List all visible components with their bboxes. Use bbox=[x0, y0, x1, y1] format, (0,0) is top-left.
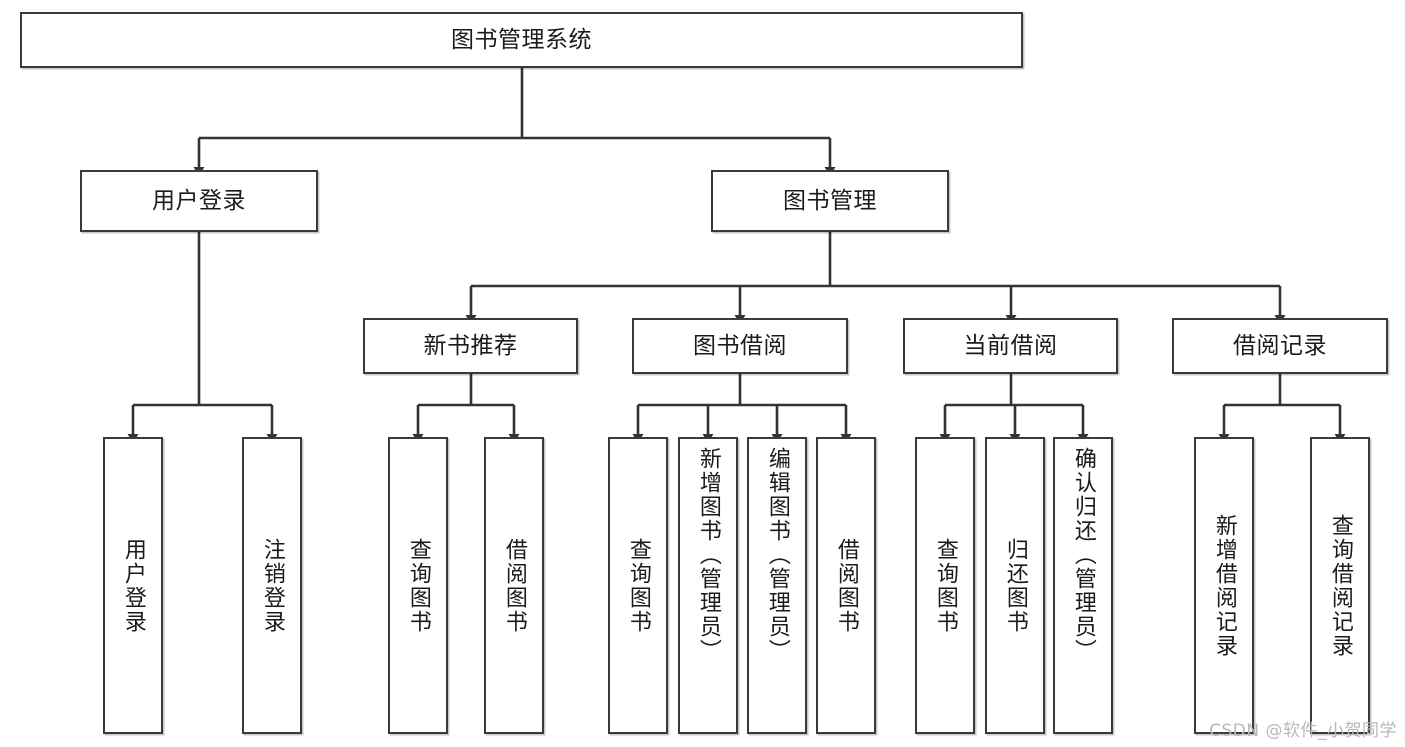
node-label: 图书管理 bbox=[783, 187, 877, 214]
node-leaf-query-book-1[interactable]: 查询图书 bbox=[388, 437, 448, 734]
node-leaf-add-book[interactable]: 新增图书（管理员） bbox=[678, 437, 738, 734]
node-leaf-edit-book[interactable]: 编辑图书（管理员） bbox=[747, 437, 807, 734]
node-leaf-user-login[interactable]: 用户登录 bbox=[103, 437, 163, 734]
node-label: 借阅图书 bbox=[501, 537, 527, 634]
node-label: 编辑图书（管理员） bbox=[764, 447, 790, 663]
node-label: 用户登录 bbox=[120, 537, 146, 634]
node-label: 当前借阅 bbox=[963, 332, 1058, 359]
node-label: 注销登录 bbox=[259, 537, 285, 634]
node-new-book-rec[interactable]: 新书推荐 bbox=[363, 318, 578, 374]
node-label: 借阅记录 bbox=[1233, 332, 1327, 359]
node-leaf-borrow-book-1[interactable]: 借阅图书 bbox=[484, 437, 544, 734]
node-leaf-query-book-3[interactable]: 查询图书 bbox=[915, 437, 975, 734]
node-label: 查询借阅记录 bbox=[1327, 513, 1353, 658]
node-leaf-borrow-book-2[interactable]: 借阅图书 bbox=[816, 437, 876, 734]
node-root[interactable]: 图书管理系统 bbox=[20, 12, 1023, 68]
node-current-borrow[interactable]: 当前借阅 bbox=[903, 318, 1118, 374]
node-label: 新增图书（管理员） bbox=[695, 447, 721, 663]
node-label: 图书借阅 bbox=[693, 332, 787, 359]
node-leaf-add-record[interactable]: 新增借阅记录 bbox=[1194, 437, 1254, 734]
node-label: 新增借阅记录 bbox=[1211, 513, 1237, 658]
node-leaf-confirm-return[interactable]: 确认归还（管理员） bbox=[1053, 437, 1113, 734]
node-label: 图书管理系统 bbox=[451, 26, 592, 53]
node-label: 查询图书 bbox=[405, 537, 431, 634]
node-leaf-user-logout[interactable]: 注销登录 bbox=[242, 437, 302, 734]
node-leaf-query-record[interactable]: 查询借阅记录 bbox=[1310, 437, 1370, 734]
node-book-manage[interactable]: 图书管理 bbox=[711, 170, 949, 232]
node-leaf-return-book[interactable]: 归还图书 bbox=[985, 437, 1045, 734]
node-label: 新书推荐 bbox=[423, 332, 518, 359]
node-label: 查询图书 bbox=[625, 537, 651, 634]
node-label: 用户登录 bbox=[152, 187, 246, 214]
node-label: 归还图书 bbox=[1002, 537, 1028, 634]
node-leaf-query-book-2[interactable]: 查询图书 bbox=[608, 437, 668, 734]
node-label: 查询图书 bbox=[932, 537, 958, 634]
node-user-login[interactable]: 用户登录 bbox=[80, 170, 318, 232]
node-borrow-record[interactable]: 借阅记录 bbox=[1172, 318, 1388, 374]
node-label: 借阅图书 bbox=[833, 537, 859, 634]
node-book-borrow[interactable]: 图书借阅 bbox=[632, 318, 848, 374]
node-label: 确认归还（管理员） bbox=[1070, 447, 1096, 663]
